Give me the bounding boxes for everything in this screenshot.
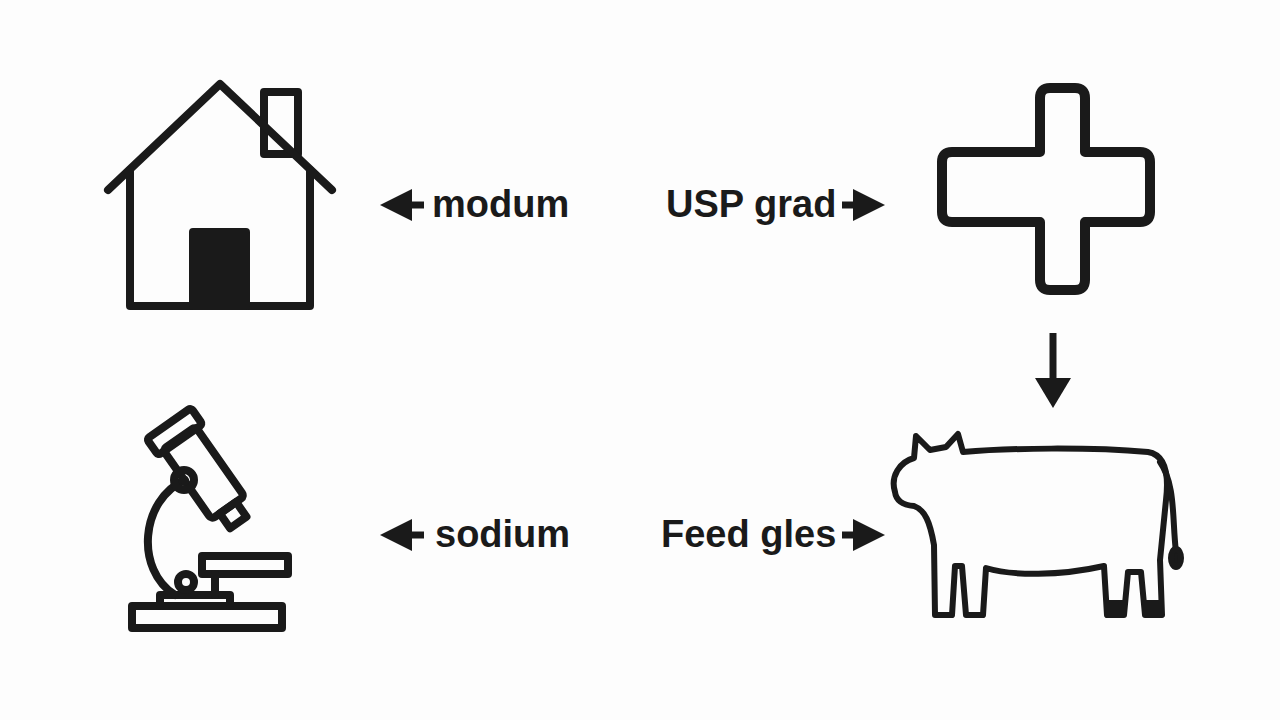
house-door	[193, 232, 246, 306]
microscope-objective	[220, 502, 247, 528]
left-arrow	[380, 189, 424, 221]
cow-hoof	[1107, 600, 1124, 615]
house-wall	[130, 170, 310, 306]
microscope-post	[211, 574, 219, 595]
cow-icon	[894, 434, 1181, 615]
microscope-knob	[174, 470, 194, 490]
microscope-base	[132, 606, 282, 628]
microscope-eyepiece	[147, 408, 203, 455]
arrow-label: sodium	[433, 513, 572, 557]
arrow-label: USP grad	[664, 183, 838, 227]
house-roof	[108, 84, 332, 190]
right-arrow	[842, 189, 885, 221]
right-arrow	[842, 519, 885, 551]
medical-cross-icon	[942, 88, 1150, 290]
cow-hoof	[1145, 600, 1162, 615]
cow-tail	[1160, 462, 1176, 552]
cow-tail-tuft	[1171, 549, 1181, 567]
house-icon	[108, 84, 332, 306]
cow-body	[894, 434, 1167, 615]
microscope-icon	[132, 408, 288, 628]
arrow-label: Feed gles	[659, 513, 838, 557]
arrow-label: modum	[430, 183, 571, 227]
down-arrow	[1035, 333, 1071, 408]
left-arrow	[380, 519, 424, 551]
microscope-knob	[178, 574, 194, 590]
